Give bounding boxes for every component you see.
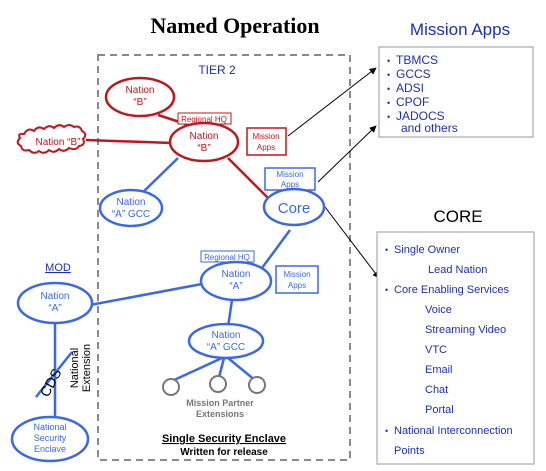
mission-apps-item: JADOCS	[396, 109, 445, 123]
mission-apps-core-line1: Mission	[276, 170, 303, 179]
core-item: Email	[425, 364, 453, 376]
core-heading: CORE	[433, 207, 482, 226]
arrow-to-core-panel	[324, 206, 380, 279]
mission-apps-list: • TBMCS • GCCS • ADSI • CPOF • JADOCS an…	[387, 53, 458, 135]
core-item: Single Owner	[394, 244, 460, 256]
mission-partner-line2: Extensions	[196, 409, 244, 419]
core-list: • Single Owner Lead Nation • Core Enabli…	[385, 244, 513, 457]
enclave-caption-line1: Single Security Enclave	[162, 433, 286, 445]
nation-a-mod-line2: “A”	[48, 303, 61, 314]
mission-apps-item: CPOF	[396, 95, 429, 109]
nation-b-top-line1: Nation	[126, 85, 155, 96]
core-item: Points	[394, 445, 425, 457]
nation-b-cloud-label: Nation “B”	[35, 137, 80, 148]
arrows	[287, 67, 380, 279]
nation-b-main-node[interactable]	[168, 121, 240, 163]
core-item: Chat	[425, 384, 448, 396]
nation-a-gcc-top-node[interactable]	[98, 188, 164, 228]
partner-extension-node-3[interactable]	[248, 376, 266, 394]
link-nation-a-to-mod	[89, 282, 203, 307]
link-gcc-to-partner-3	[227, 357, 257, 382]
nation-a-main-line1: Nation	[222, 269, 251, 280]
mission-apps-bullet-4: •	[387, 98, 390, 108]
mission-apps-bullet-1: •	[387, 56, 390, 66]
nation-b-cloud[interactable]	[16, 124, 87, 154]
link-cloud-to-nation-b	[85, 138, 173, 145]
link-nation-b-to-gcc	[139, 157, 179, 196]
national-extension-line2: Extension	[81, 344, 93, 392]
mission-apps-heading: Mission Apps	[410, 20, 510, 39]
mission-apps-bullet-3: •	[387, 84, 390, 94]
mission-apps-b-box[interactable]	[246, 127, 287, 156]
cds-slash	[35, 351, 73, 398]
core-item: National Interconnection	[394, 425, 513, 437]
mission-apps-b-line2: Apps	[257, 143, 275, 152]
mission-apps-a-box[interactable]	[275, 265, 319, 294]
core-item: Lead Nation	[428, 264, 487, 276]
regional-hq-a-label: Regional HQ	[204, 253, 250, 262]
nse-line3: Enclave	[34, 444, 66, 454]
nation-a-gcc-top-line2: “A” GCC	[112, 209, 150, 220]
mission-apps-trailing: and others	[401, 121, 458, 135]
regional-hq-b-label: Regional HQ	[181, 115, 227, 124]
nation-b-main-line1: Nation	[190, 131, 219, 142]
core-item: Portal	[425, 404, 454, 416]
nation-a-main-node[interactable]	[199, 260, 273, 302]
mod-label: MOD	[45, 262, 71, 274]
core-item: Voice	[425, 304, 452, 316]
nation-a-gcc-bottom-line2: “A” GCC	[207, 342, 245, 353]
core-bullet-2: •	[385, 285, 388, 295]
page-title: Named Operation	[150, 13, 319, 38]
red-links	[85, 113, 269, 199]
mission-apps-bullet-5: •	[387, 112, 390, 122]
arrow-to-mission-apps-1	[287, 67, 377, 137]
core-item: Core Enabling Services	[394, 284, 509, 296]
nation-a-gcc-bottom-line1: Nation	[212, 330, 241, 341]
nse-line1: National	[33, 422, 66, 432]
nation-b-top-node[interactable]	[104, 76, 176, 118]
cds-label: CDS	[37, 366, 65, 400]
nation-a-mod-node[interactable]	[16, 281, 94, 325]
arrow-to-mission-apps-2	[317, 125, 377, 183]
mission-apps-item: TBMCS	[396, 53, 438, 67]
nse-line2: Security	[34, 433, 67, 443]
national-security-enclave-node[interactable]	[10, 415, 90, 463]
partner-extension-node-1[interactable]	[162, 378, 180, 396]
core-bullet-3: •	[385, 426, 388, 436]
mission-apps-a-line2: Apps	[288, 281, 306, 290]
nation-a-mod-line1: Nation	[41, 291, 70, 302]
tier2-enclave	[97, 54, 351, 461]
nation-b-main-line2: “B”	[197, 143, 210, 154]
core-bullet-1: •	[385, 245, 388, 255]
tier-label: TIER 2	[198, 63, 236, 77]
link-nation-b-to-core	[227, 157, 269, 199]
mission-apps-panel	[378, 46, 534, 138]
mission-apps-bullet-2: •	[387, 70, 390, 80]
core-item: VTC	[425, 344, 447, 356]
national-extension-line1: National	[69, 348, 81, 388]
link-core-to-nation-a	[260, 229, 292, 269]
link-nation-a-to-gcc	[226, 299, 234, 328]
mission-apps-b-line1: Mission	[252, 132, 279, 141]
mission-apps-item: ADSI	[396, 81, 424, 95]
enclave-caption-line2: Written for release	[180, 447, 268, 458]
core-node[interactable]	[262, 187, 326, 227]
mission-apps-a-line1: Mission	[283, 270, 310, 279]
core-panel	[376, 231, 535, 465]
nation-a-main-line2: “A”	[229, 281, 242, 292]
mission-partner-line1: Mission Partner	[186, 398, 254, 408]
core-item: Streaming Video	[425, 324, 506, 336]
partner-extension-node-2[interactable]	[209, 375, 227, 393]
nation-a-gcc-bottom-node[interactable]	[187, 322, 265, 360]
mission-apps-core-line2: Apps	[281, 180, 299, 189]
mission-apps-item: GCCS	[396, 67, 431, 81]
nation-b-top-line2: “B”	[133, 97, 146, 108]
nation-a-gcc-top-line1: Nation	[117, 197, 146, 208]
core-label: Core	[278, 200, 311, 217]
link-gcc-to-partner-1	[171, 356, 223, 383]
